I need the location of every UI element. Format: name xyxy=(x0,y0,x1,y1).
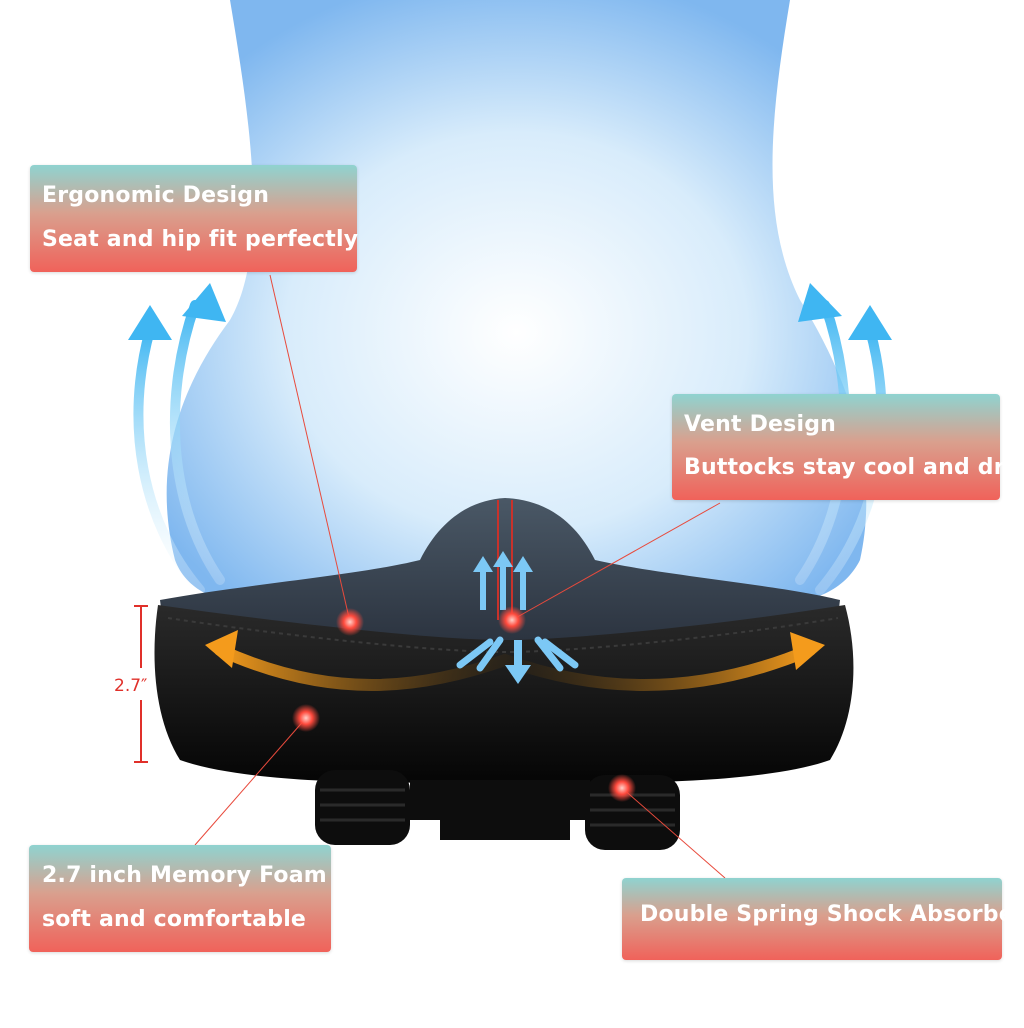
airflow-arrow-icon xyxy=(133,300,225,595)
callout-ergonomic: Ergonomic Design Seat and hip fit perfec… xyxy=(30,165,359,272)
dimension-line xyxy=(134,605,148,763)
dimension-label: 2.7″ xyxy=(114,676,148,696)
saddle-cushion xyxy=(154,605,854,783)
callout-foam-subtitle: soft and comfortable xyxy=(42,907,307,932)
callout-ergonomic-title: Ergonomic Design xyxy=(42,183,270,208)
callout-vent: Vent Design Buttocks stay cool and dry xyxy=(672,394,1019,500)
callout-vent-title: Vent Design xyxy=(684,412,837,437)
callout-vent-subtitle: Buttocks stay cool and dry xyxy=(684,455,1020,480)
callout-spring-title: Double Spring Shock Absorbe xyxy=(640,902,1014,927)
callout-spring: Double Spring Shock Absorbe xyxy=(622,878,1014,960)
pressure-arrow-icon xyxy=(214,644,816,691)
callout-foam-title: 2.7 inch Memory Foam xyxy=(42,863,327,888)
vent-arrows-icon xyxy=(473,551,533,684)
callout-foam: 2.7 inch Memory Foam soft and comfortabl… xyxy=(29,845,331,952)
marker-dot-icon xyxy=(292,606,636,802)
spring-absorber xyxy=(315,770,680,850)
leader-lines xyxy=(194,274,726,879)
callout-ergonomic-subtitle: Seat and hip fit perfectly xyxy=(42,227,359,252)
